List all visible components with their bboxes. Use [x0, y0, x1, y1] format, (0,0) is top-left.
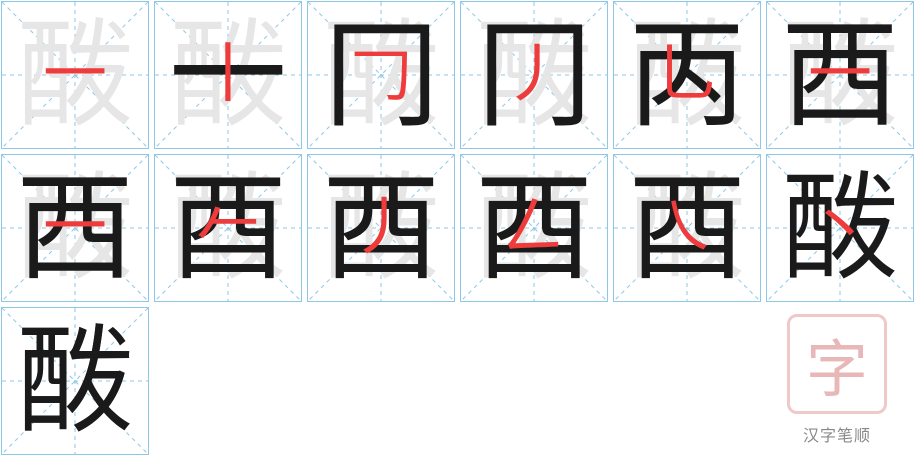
ghost-character: 酦 — [168, 159, 287, 297]
ghost-character: 酦 — [321, 6, 440, 144]
guide-line — [155, 2, 301, 148]
guide-line — [767, 155, 913, 301]
current-stroke: 丨 — [196, 38, 260, 112]
current-stroke: 丶 — [808, 191, 872, 265]
guide-line — [461, 2, 607, 148]
guide-line — [614, 155, 760, 301]
guide-line — [308, 2, 454, 148]
stroke-step-cell: 酦西一 — [1, 154, 149, 302]
current-stroke: 丿 — [502, 38, 566, 112]
completed-strokes: 冂 — [321, 6, 440, 144]
stroke-step-cell: 酦一 — [1, 1, 149, 149]
ghost-character: 酦 — [627, 6, 746, 144]
ghost-character: 酦 — [321, 159, 440, 297]
guide-line — [614, 2, 760, 148]
completed-strokes: 酉 — [627, 159, 746, 297]
completed-strokes: 丙 — [627, 6, 746, 144]
grid-guides — [461, 2, 607, 148]
guide-line — [614, 155, 760, 301]
ghost-character: 酦 — [780, 6, 899, 144]
grid-guides — [614, 155, 760, 301]
stroke-step-cell: 酦酉㇏ — [613, 154, 761, 302]
guide-line — [461, 2, 607, 148]
guide-line — [614, 2, 760, 148]
grid-guides — [308, 155, 454, 301]
current-stroke: 一 — [808, 38, 872, 112]
completed-strokes: 酉 — [168, 159, 287, 297]
logo-char: 字 — [805, 333, 868, 406]
completed-strokes: 酦 — [780, 159, 899, 297]
guide-line — [155, 155, 301, 301]
grid-guides — [461, 155, 607, 301]
guide-line — [2, 308, 148, 454]
ghost-character: 酦 — [15, 6, 134, 144]
stroke-step-cell: 酦一丨 — [154, 1, 302, 149]
guide-line — [461, 155, 607, 301]
guide-line — [767, 2, 913, 148]
guide-line — [767, 2, 913, 148]
grid-guides — [767, 155, 913, 301]
current-stroke: ㇏ — [655, 191, 719, 265]
stroke-step-cell: 酦酦丶 — [766, 154, 914, 302]
stroke-step-cell: 酦西一 — [766, 1, 914, 149]
stroke-step-cell: 酦丙乚 — [613, 1, 761, 149]
completed-strokes: 冂 — [474, 6, 593, 144]
guide-line — [767, 155, 913, 301]
stroke-step-cell: 酦冂丿 — [460, 1, 608, 149]
current-stroke: 𠃌 — [349, 38, 413, 112]
grid-guides — [767, 2, 913, 148]
guide-line — [2, 308, 148, 454]
grid-guides — [155, 2, 301, 148]
grid-guides — [308, 2, 454, 148]
stroke-step-cell: 酦酦 — [1, 307, 149, 455]
guide-line — [155, 155, 301, 301]
completed-strokes: 西 — [780, 6, 899, 144]
completed-strokes: 西 — [15, 159, 134, 297]
grid-guides — [2, 2, 148, 148]
ghost-character: 酦 — [474, 6, 593, 144]
ghost-character: 酦 — [780, 159, 899, 297]
completed-strokes: 一 — [168, 6, 287, 144]
current-stroke: 一 — [43, 191, 107, 265]
current-stroke: 𠃋 — [502, 191, 566, 265]
grid-guides — [155, 155, 301, 301]
ghost-character: 酦 — [627, 159, 746, 297]
guide-line — [2, 155, 148, 301]
grid-guides — [2, 155, 148, 301]
current-stroke: 𠂉 — [196, 191, 260, 265]
guide-line — [2, 2, 148, 148]
guide-line — [155, 2, 301, 148]
final-character: 酦 — [15, 312, 134, 450]
current-stroke: 丿 — [349, 191, 413, 265]
current-stroke: 一 — [43, 38, 107, 112]
guide-line — [2, 2, 148, 148]
ghost-character: 酦 — [474, 159, 593, 297]
guide-line — [461, 155, 607, 301]
logo-caption: 汉字笔顺 — [802, 426, 871, 445]
guide-line — [2, 155, 148, 301]
ghost-character: 酦 — [15, 159, 134, 297]
logo-stamp: 字 — [787, 314, 887, 414]
grid-guides — [614, 2, 760, 148]
current-stroke: 乚 — [655, 38, 719, 112]
guide-line — [308, 155, 454, 301]
grid-guides — [2, 308, 148, 454]
ghost-character: 酦 — [168, 6, 287, 144]
completed-strokes: 酉 — [321, 159, 440, 297]
stroke-step-cell: 酦酉丿 — [307, 154, 455, 302]
guide-line — [308, 2, 454, 148]
completed-strokes: 酦 — [15, 312, 134, 450]
completed-strokes: 酉 — [474, 159, 593, 297]
guide-line — [308, 155, 454, 301]
